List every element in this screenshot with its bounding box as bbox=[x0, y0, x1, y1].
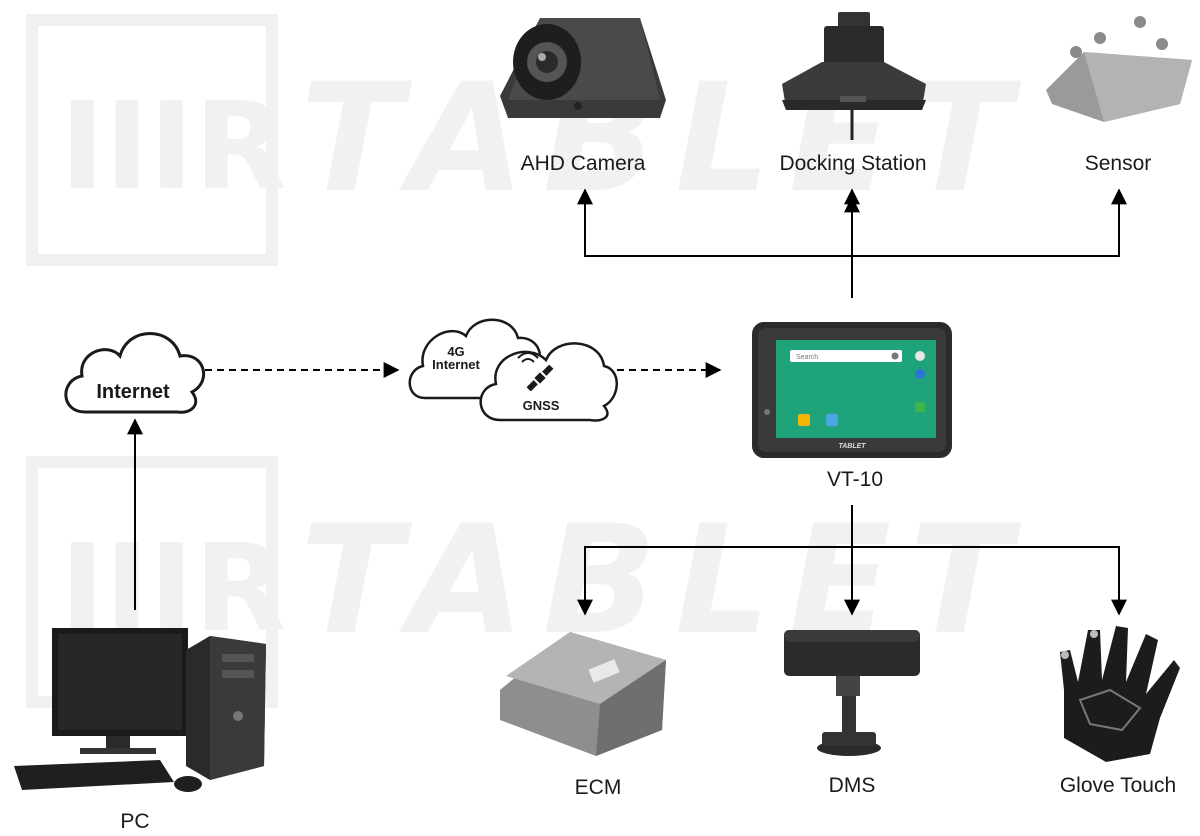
tablet-vt10: Search TABLET bbox=[752, 322, 952, 458]
cloud-icon bbox=[64, 332, 205, 414]
tablet-brand: TABLET bbox=[838, 443, 866, 450]
svg-text:TABLET: TABLET bbox=[300, 494, 1029, 668]
pc-image bbox=[14, 628, 266, 792]
svg-text:IIIR: IIIR bbox=[60, 78, 286, 217]
internet-label: Internet bbox=[96, 381, 170, 403]
tablet-app-icon-2 bbox=[826, 414, 838, 426]
docking-station-image bbox=[782, 12, 926, 140]
label-ahd-camera: AHD Camera bbox=[521, 152, 646, 175]
tablet-side-button bbox=[764, 409, 770, 415]
cloud-gnss-icon bbox=[479, 342, 618, 422]
label-glove-touch: Glove Touch bbox=[1060, 774, 1176, 797]
tablet-dock-icon-3 bbox=[915, 402, 925, 412]
label-vt10: VT-10 bbox=[827, 468, 883, 491]
connectors bbox=[127, 188, 1127, 616]
label-docking-station: Docking Station bbox=[779, 152, 926, 175]
label-sensor: Sensor bbox=[1085, 152, 1152, 175]
sensor-image bbox=[1046, 16, 1192, 122]
tablet-search-bar bbox=[790, 350, 902, 362]
tablet-dock-icon-2 bbox=[915, 369, 925, 379]
label-ecm: ECM bbox=[575, 776, 622, 799]
tablet-app-icon-1 bbox=[798, 414, 810, 426]
ecm-image bbox=[500, 632, 666, 756]
label-pc: PC bbox=[120, 810, 149, 833]
glove-image bbox=[1060, 626, 1180, 762]
tablet-search-text: Search bbox=[796, 354, 818, 361]
ahd-camera-image bbox=[500, 18, 666, 118]
watermark-bottom: IIIR TABLET bbox=[26, 456, 1029, 708]
label-gnss: GNSS bbox=[523, 398, 560, 413]
internet-cloud: Internet bbox=[64, 332, 205, 414]
svg-text:TABLET: TABLET bbox=[300, 52, 1029, 226]
signal-icon bbox=[517, 352, 539, 363]
label-dms: DMS bbox=[829, 774, 876, 797]
tablet-dock-icon-1 bbox=[915, 351, 925, 361]
tablet-gear-icon bbox=[891, 352, 899, 360]
dms-image bbox=[784, 630, 920, 756]
line-top-bus bbox=[584, 198, 1120, 257]
